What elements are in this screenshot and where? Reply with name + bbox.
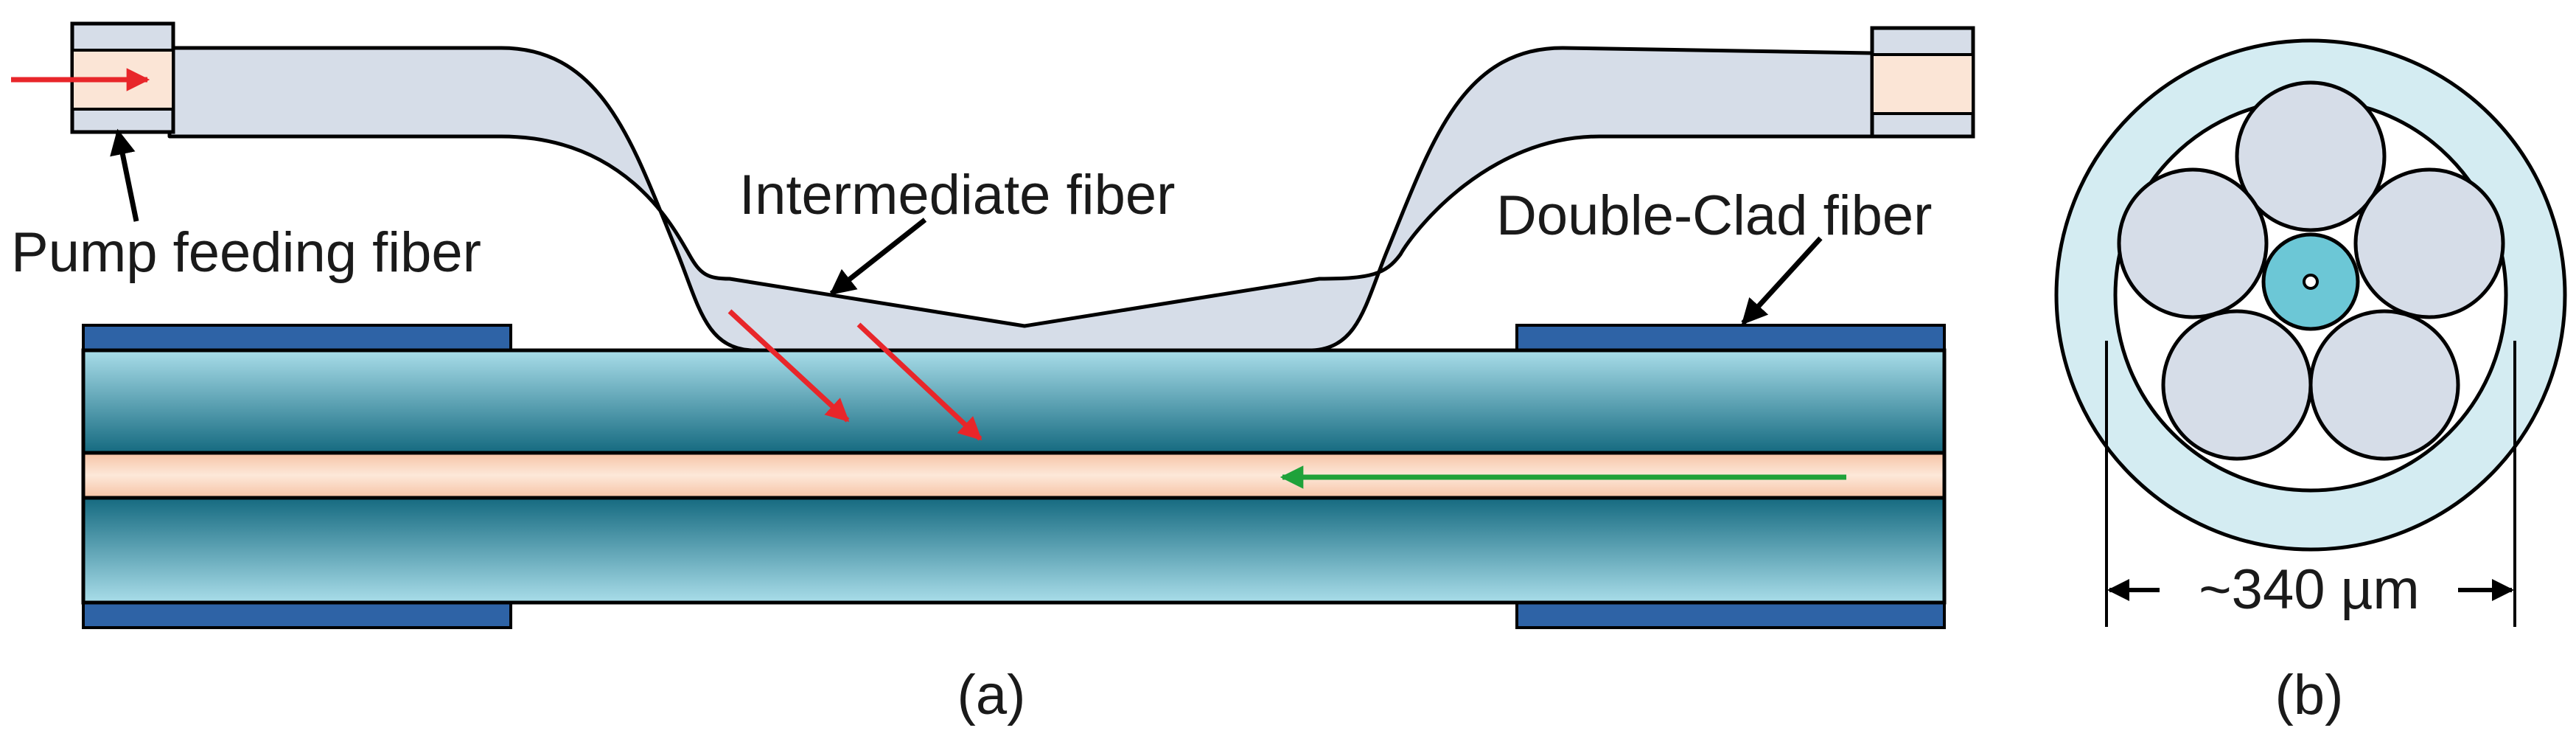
pump-feeding-fiber-label: Pump feeding fiber [11, 221, 481, 284]
intermediate-fiber-label: Intermediate fiber [739, 164, 1175, 226]
side-view-panel: Pump feeding fiber Intermediate fiber Do… [11, 21, 1975, 726]
caption-a: (a) [957, 664, 1026, 726]
pump-feeding-fiber-pointer [110, 128, 139, 222]
coating-bottom-left [82, 600, 512, 629]
pump-fiber-lower-right [2308, 309, 2460, 461]
cladding-lower [81, 496, 1947, 605]
caption-b: (b) [2275, 664, 2344, 726]
diameter-label: ~340 µm [2199, 558, 2419, 621]
pump-fiber-upper-left [2117, 167, 2269, 319]
coating-top-left [82, 324, 512, 353]
double-clad-fiber-pointer [1741, 236, 1823, 325]
double-clad-fiber-label: Double-Clad fiber [1496, 184, 1932, 247]
intermediate-fiber-pointer [829, 218, 927, 296]
central-fiber-core [2303, 274, 2319, 290]
pump-fiber-top [2235, 80, 2387, 232]
coating-top-right [1515, 324, 1946, 353]
pump-coupling-arrow-1 [727, 309, 850, 423]
pump-fiber-upper-right [2353, 167, 2505, 319]
cross-section-panel: ~340 µm (b) [2054, 38, 2567, 726]
coating-bottom-right [1515, 600, 1946, 629]
output-fiber-core [1871, 53, 1975, 115]
cladding-upper [81, 348, 1947, 455]
pump-fiber-lower-left [2161, 309, 2313, 461]
intermediate-fiber [167, 46, 1874, 353]
pump-coupling-arrow-2 [856, 322, 982, 441]
